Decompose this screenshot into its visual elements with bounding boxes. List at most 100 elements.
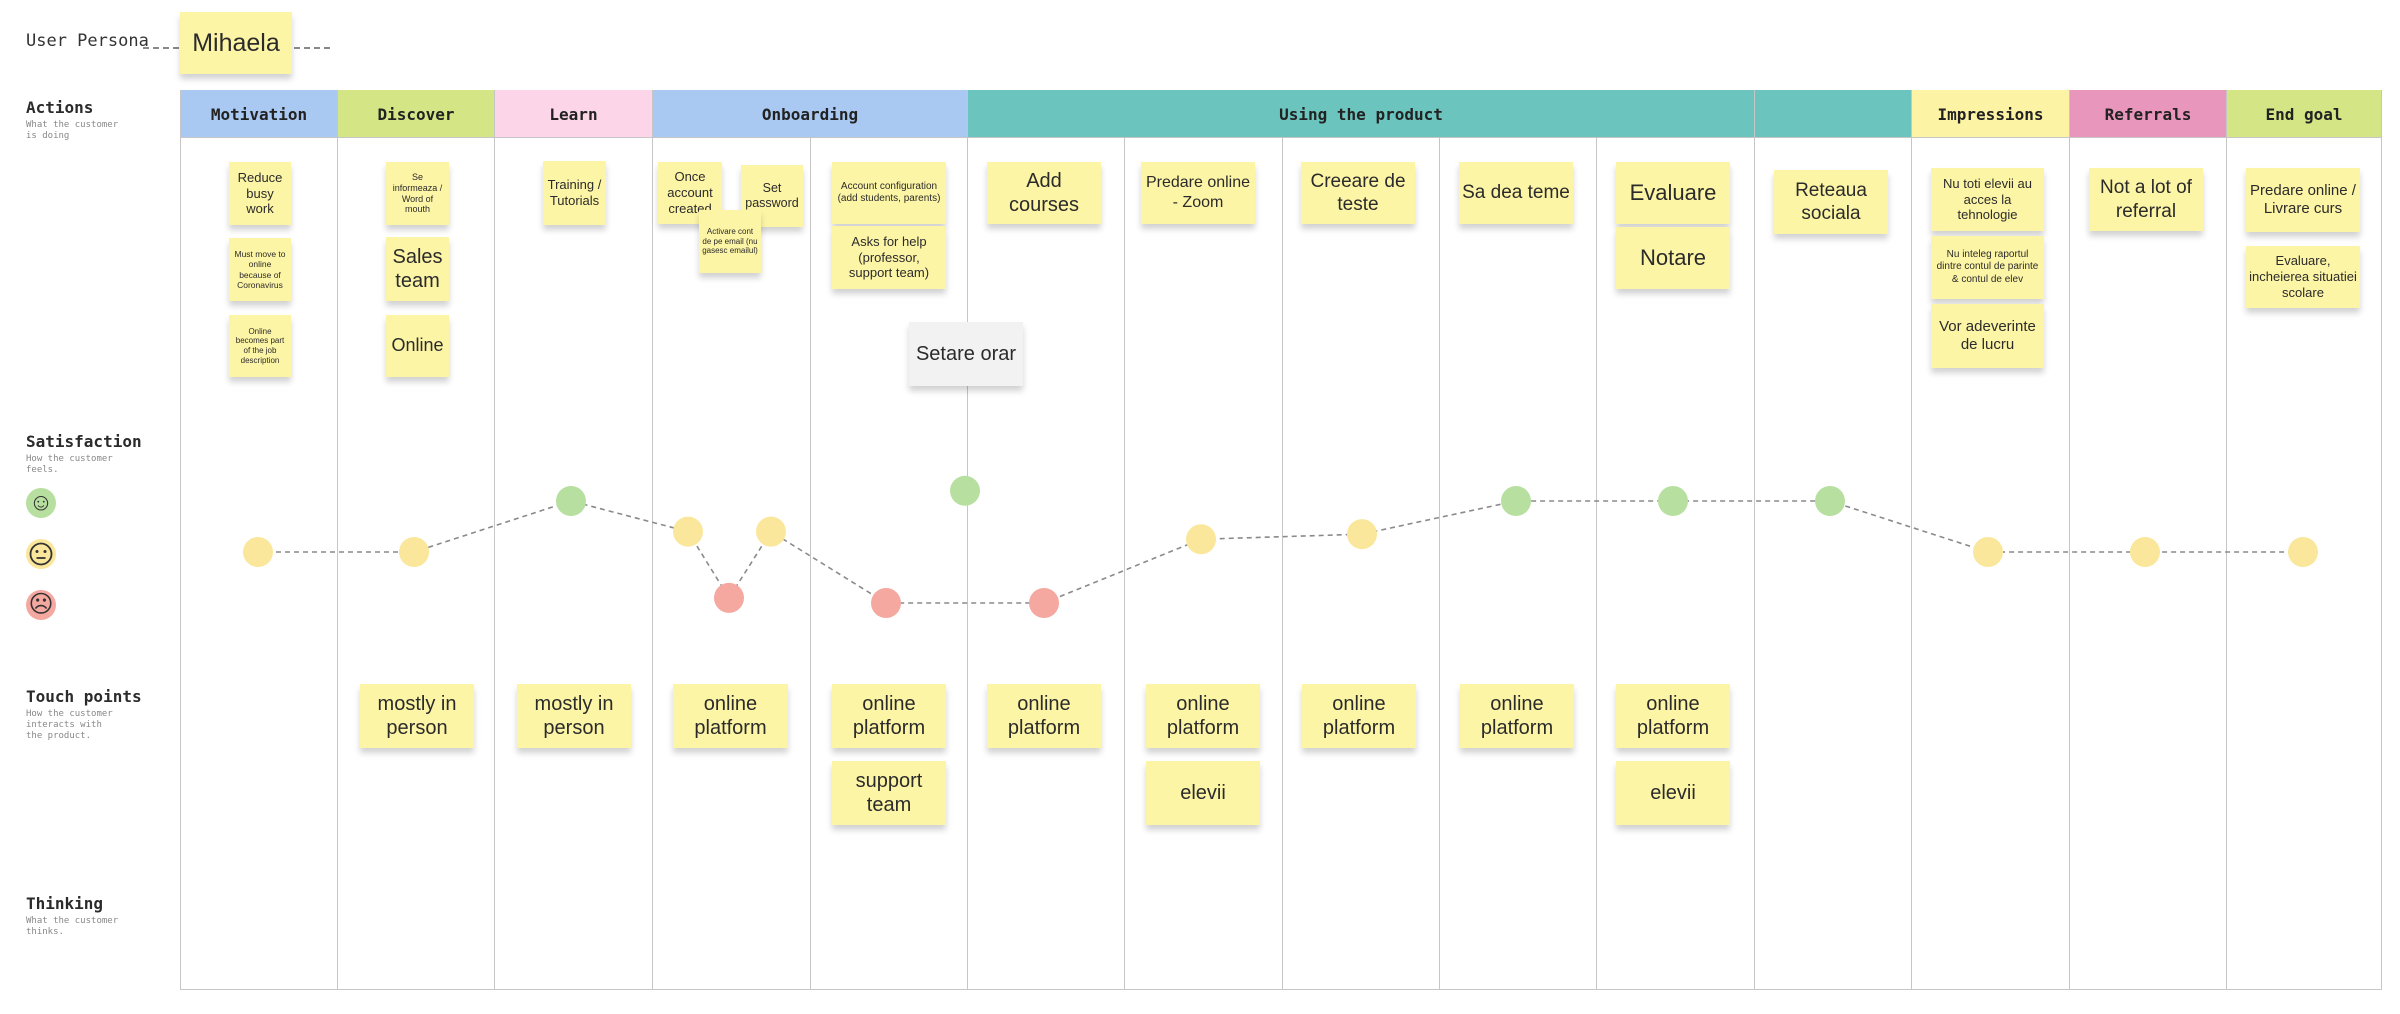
satisfaction-point-happy[interactable] [950,475,980,506]
action-sticky[interactable]: Se informeaza / Word of mouth [386,162,449,225]
persona-label: User Persona [26,31,149,51]
stage-header-empty[interactable] [1754,90,1911,138]
row-label-thinking: Thinking What the customer thinks. [26,894,121,938]
action-sticky[interactable]: Account configuration (add students, par… [832,162,946,224]
row-title: Thinking [26,894,104,913]
satisfaction-point-happy[interactable] [1658,486,1688,516]
satisfaction-point-happy[interactable] [556,486,586,516]
persona-connector [143,47,179,49]
satisfaction-point-neutral[interactable] [2288,537,2318,567]
grid-bottom-border [180,989,2381,990]
column-divider [494,138,495,990]
action-sticky[interactable]: Evaluare, incheierea situatiei scolare [2246,246,2360,308]
action-sticky[interactable]: Not a lot of referral [2089,168,2203,231]
column-divider [1439,138,1440,990]
satisfaction-point-neutral[interactable] [673,516,703,547]
action-sticky[interactable]: Add courses [987,162,1101,224]
action-sticky[interactable]: Predare online - Zoom [1141,162,1255,224]
column-divider [967,138,968,990]
touchpoint-sticky[interactable]: online platform [1302,684,1416,748]
touchpoint-sticky[interactable]: mostly in person [360,684,474,748]
stage-header-referrals[interactable]: Referrals [2069,90,2226,138]
touchpoint-sticky[interactable]: support team [832,761,946,825]
satisfaction-point-neutral[interactable] [243,537,273,567]
column-divider [1911,138,1912,990]
column-divider [2069,138,2070,990]
row-subtitle: How the customer interacts with the prod… [26,709,113,741]
persona-connector [294,47,330,49]
touchpoint-sticky[interactable]: online platform [987,684,1101,748]
action-sticky[interactable]: Training / Tutorials [543,161,606,225]
action-sticky[interactable]: Sales team [386,237,449,301]
action-sticky[interactable]: Activare cont de pe email (nu gasesc ema… [699,210,761,273]
satisfaction-line [258,500,2303,604]
action-sticky[interactable]: Nu toti elevii au acces la tehnologie [1931,168,2044,231]
touchpoint-sticky[interactable]: mostly in person [517,684,631,748]
column-divider [652,138,653,990]
satisfaction-point-happy[interactable] [1815,486,1845,516]
neutral-face-icon [26,539,56,569]
action-sticky[interactable]: Notare [1616,227,1730,289]
stage-header-discover[interactable]: Discover [337,90,494,138]
action-sticky[interactable]: Online [386,315,449,377]
action-sticky[interactable]: Must move to online because of Coronavir… [229,238,291,301]
neutral-face-glyph [29,542,53,566]
satisfaction-point-neutral[interactable] [1186,524,1216,555]
satisfaction-point-sad[interactable] [871,588,901,618]
touchpoint-sticky[interactable]: online platform [1460,684,1574,748]
column-divider [1754,138,1755,990]
touchpoint-sticky[interactable]: online platform [673,684,788,748]
row-subtitle: What the customer is doing [26,120,119,141]
persona-sticky[interactable]: Mihaela [180,12,292,74]
action-sticky[interactable]: Setare orar [909,322,1023,386]
column-divider [1282,138,1283,990]
touchpoint-sticky[interactable]: online platform [1616,684,1730,748]
action-sticky[interactable]: Evaluare [1616,162,1730,224]
column-divider [337,138,338,990]
column-divider [180,138,181,990]
journey-grid: Motivation Discover Learn Onboarding Usi… [180,90,2382,990]
satisfaction-point-neutral[interactable] [1973,537,2003,567]
stage-header-using-the-product[interactable]: Using the product [967,90,1754,138]
satisfaction-point-happy[interactable] [1501,486,1531,516]
action-sticky[interactable]: Predare online / Livrare curs [2246,168,2360,232]
row-label-satisfaction: Satisfaction How the customer feels. [26,432,142,476]
column-divider [810,138,811,990]
action-sticky[interactable]: Vor adeverinte de lucru [1931,304,2044,368]
header-divider [180,137,2381,138]
stage-header-end-goal[interactable]: End goal [2226,90,2381,138]
stage-header-impressions[interactable]: Impressions [1911,90,2069,138]
stage-header-onboarding[interactable]: Onboarding [652,90,967,138]
touchpoint-sticky[interactable]: online platform [1146,684,1260,748]
action-sticky[interactable]: Reduce busy work [229,162,291,225]
touchpoint-sticky[interactable]: elevii [1616,761,1730,825]
action-sticky[interactable]: Online becomes part of the job descripti… [229,315,291,377]
column-divider [1124,138,1125,990]
satisfaction-point-neutral[interactable] [399,537,429,567]
row-label-actions: Actions What the customer is doing [26,98,121,142]
sad-face-icon: ☹ [26,590,56,620]
row-subtitle: What the customer thinks. [26,916,119,937]
stage-header-learn[interactable]: Learn [494,90,652,138]
satisfaction-point-sad[interactable] [1029,588,1059,618]
row-title: Actions [26,98,94,117]
action-sticky[interactable]: Asks for help (professor, support team) [832,226,946,289]
touchpoint-sticky[interactable]: elevii [1146,761,1260,825]
action-sticky[interactable]: Sa dea teme [1459,162,1573,224]
action-sticky[interactable]: Reteaua sociala [1774,170,1888,234]
satisfaction-point-sad[interactable] [714,582,744,613]
column-divider [1596,138,1597,990]
row-label-touchpoints: Touch points How the customer interacts … [26,687,142,742]
satisfaction-point-neutral[interactable] [2130,537,2160,567]
satisfaction-point-neutral[interactable] [1347,519,1377,550]
happy-face-icon: ☺ [26,488,56,518]
action-sticky[interactable]: Nu inteleg raportul dintre contul de par… [1931,236,2044,299]
action-sticky[interactable]: Creeare de teste [1301,162,1415,224]
touchpoint-sticky[interactable]: online platform [832,684,946,748]
satisfaction-point-neutral[interactable] [756,516,786,547]
column-divider [2226,138,2227,990]
row-subtitle: How the customer feels. [26,454,113,475]
row-title: Satisfaction [26,432,142,451]
stage-header-motivation[interactable]: Motivation [180,90,337,138]
